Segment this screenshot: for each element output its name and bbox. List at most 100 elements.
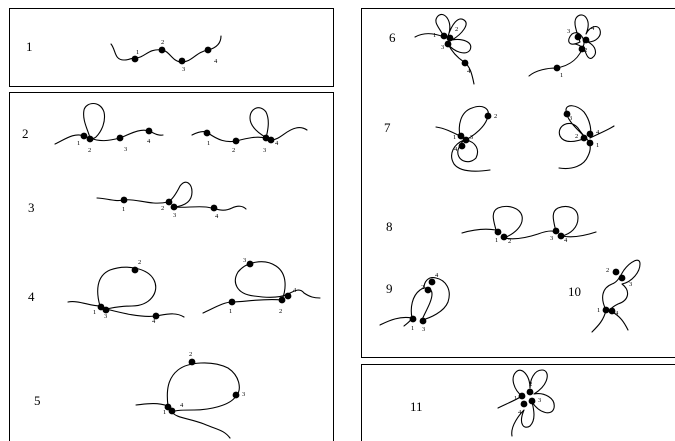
polymer-curve-left <box>67 266 185 318</box>
marker-label: 1 <box>597 307 600 314</box>
marker-label: 2 <box>189 351 192 358</box>
marker-node <box>602 306 610 314</box>
marker-label: 3 <box>567 28 570 35</box>
marker-label: 1 <box>495 237 498 244</box>
marker-label: 2 <box>529 381 532 388</box>
marker-node <box>278 296 286 304</box>
marker-label: 3 <box>173 212 176 219</box>
panel-11: 11 1 2 3 4 <box>410 369 555 437</box>
marker-node <box>97 303 105 311</box>
marker-label: 1 <box>560 72 563 79</box>
marker-label: 3 <box>629 281 632 288</box>
panel-1: 1 1 2 3 4 <box>26 35 222 73</box>
panel-number: 5 <box>34 393 41 408</box>
panel-7: 7 1 2 3 4 1 2 3 4 <box>384 105 615 172</box>
panel-number: 3 <box>28 200 35 215</box>
marker-label: 2 <box>161 39 164 46</box>
marker-node <box>457 132 465 140</box>
marker-node <box>494 228 502 236</box>
marker-node <box>608 307 616 315</box>
marker-node <box>419 317 427 325</box>
marker-label: 4 <box>214 58 218 65</box>
marker-label: 3 <box>422 326 425 333</box>
marker-label: 3 <box>182 66 185 73</box>
marker-label: 1 <box>93 309 96 316</box>
marker-label: 3 <box>550 235 553 242</box>
marker-node <box>178 57 186 65</box>
marker-label: 4 <box>564 237 568 244</box>
marker-node <box>158 46 166 54</box>
polymer-curve <box>497 369 555 437</box>
marker-node <box>165 198 173 206</box>
marker-label: 2 <box>161 205 164 212</box>
marker-node <box>246 260 254 268</box>
panel-number: 4 <box>28 289 35 304</box>
marker-label: 1 <box>433 32 436 39</box>
marker-label: 1 <box>453 134 456 141</box>
frame-bottom-left <box>9 92 334 441</box>
panel-number: 10 <box>568 284 581 299</box>
marker-node <box>444 40 452 48</box>
marker-label: 1 <box>163 409 166 416</box>
marker-node <box>284 292 292 300</box>
marker-label: 2 <box>584 47 587 54</box>
marker-label: 3 <box>569 115 572 122</box>
marker-node <box>578 45 586 53</box>
marker-label: 4 <box>591 25 595 32</box>
marker-node <box>552 227 560 235</box>
marker-node <box>461 59 469 67</box>
marker-node <box>232 137 240 145</box>
panel-4: 4 1 2 3 4 1 2 3 4 <box>28 257 321 325</box>
marker-node <box>409 315 417 323</box>
marker-node <box>557 232 565 240</box>
polymer-curve-right <box>191 107 308 143</box>
polymer-curve <box>461 205 597 240</box>
marker-node <box>210 204 218 212</box>
marker-label: 2 <box>455 26 458 33</box>
marker-label: 1 <box>229 308 232 315</box>
frame-top-left <box>9 8 334 87</box>
marker-node <box>446 34 454 42</box>
panel-number: 2 <box>22 126 29 141</box>
polymer-curve-right <box>202 261 321 314</box>
polymer-curve <box>135 362 240 439</box>
panel-5: 5 1 2 3 4 <box>34 351 245 439</box>
marker-label: 1 <box>411 325 414 332</box>
marker-label: 1 <box>514 395 517 402</box>
marker-label: 2 <box>138 259 141 266</box>
marker-label: 4 <box>467 68 471 75</box>
panel-8: 8 1 2 3 4 <box>386 205 597 245</box>
marker-label: 2 <box>421 284 424 291</box>
marker-label: 2 <box>508 238 511 245</box>
marker-label: 3 <box>470 134 473 141</box>
marker-label: 3 <box>124 146 127 153</box>
marker-node <box>86 135 94 143</box>
marker-label: 3 <box>441 44 444 51</box>
marker-node <box>203 129 211 137</box>
frame-bottom-right <box>361 364 675 441</box>
marker-node <box>586 130 594 138</box>
polymer-curve <box>110 35 222 63</box>
frame-top-right <box>361 8 675 358</box>
panel-3: 3 1 2 3 4 <box>28 181 247 220</box>
marker-node <box>462 136 470 144</box>
marker-node <box>528 397 536 405</box>
marker-node <box>574 33 582 41</box>
marker-label: 4 <box>215 213 219 220</box>
marker-node <box>518 392 526 400</box>
marker-label: 2 <box>232 147 235 154</box>
marker-node <box>152 312 160 320</box>
panel-number: 8 <box>386 219 393 234</box>
marker-label: 3 <box>263 147 266 154</box>
marker-label: 4 <box>147 138 151 145</box>
marker-label: 1 <box>122 206 125 213</box>
marker-label: 4 <box>596 129 600 136</box>
polymer-curve-right <box>528 14 601 77</box>
marker-label: 3 <box>538 397 541 404</box>
marker-label: 3 <box>243 257 246 264</box>
marker-label: 1 <box>136 49 139 56</box>
marker-node <box>526 388 534 396</box>
marker-node <box>267 136 275 144</box>
panel-6: 6 1 2 3 4 1 2 3 4 <box>389 14 601 85</box>
